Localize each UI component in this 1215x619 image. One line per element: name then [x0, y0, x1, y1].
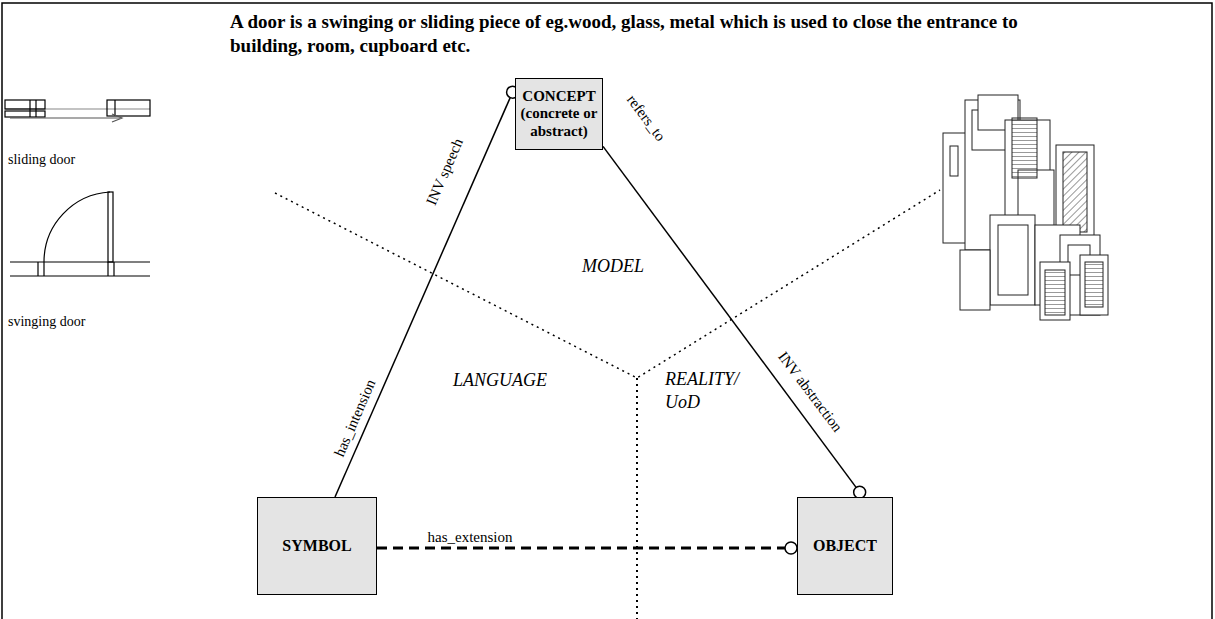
edge-label: has_extension	[426, 529, 515, 546]
node-title: SYMBOL	[282, 537, 351, 555]
caption: svinging door	[8, 314, 85, 330]
connector	[603, 146, 866, 498]
connector-line	[335, 98, 510, 497]
connector-line	[603, 146, 856, 487]
connector-line	[377, 546, 785, 549]
node-title: CONCEPT	[522, 88, 595, 105]
concept-box: CONCEPT(concrete or abstract)	[515, 78, 603, 150]
symbol-box: SYMBOL	[257, 497, 377, 595]
edge-note: INV abstraction	[773, 347, 847, 437]
edge-label: has_intension	[330, 375, 379, 461]
node-note: (concrete or abstract)	[520, 105, 598, 140]
title: A door is a swinging or sliding piece of…	[230, 10, 1020, 58]
edge-label: refers_to	[622, 90, 670, 146]
edge-note: INV speech	[422, 134, 467, 210]
node-title: OBJECT	[813, 537, 877, 555]
region-label: MODEL	[582, 256, 644, 277]
region-label: LANGUAGE	[453, 370, 547, 391]
region-label: REALITY/ UoD	[665, 368, 745, 415]
connector	[335, 86, 519, 497]
object-box: OBJECT	[797, 497, 893, 595]
caption: sliding door	[8, 152, 75, 168]
connector-end	[785, 542, 797, 554]
